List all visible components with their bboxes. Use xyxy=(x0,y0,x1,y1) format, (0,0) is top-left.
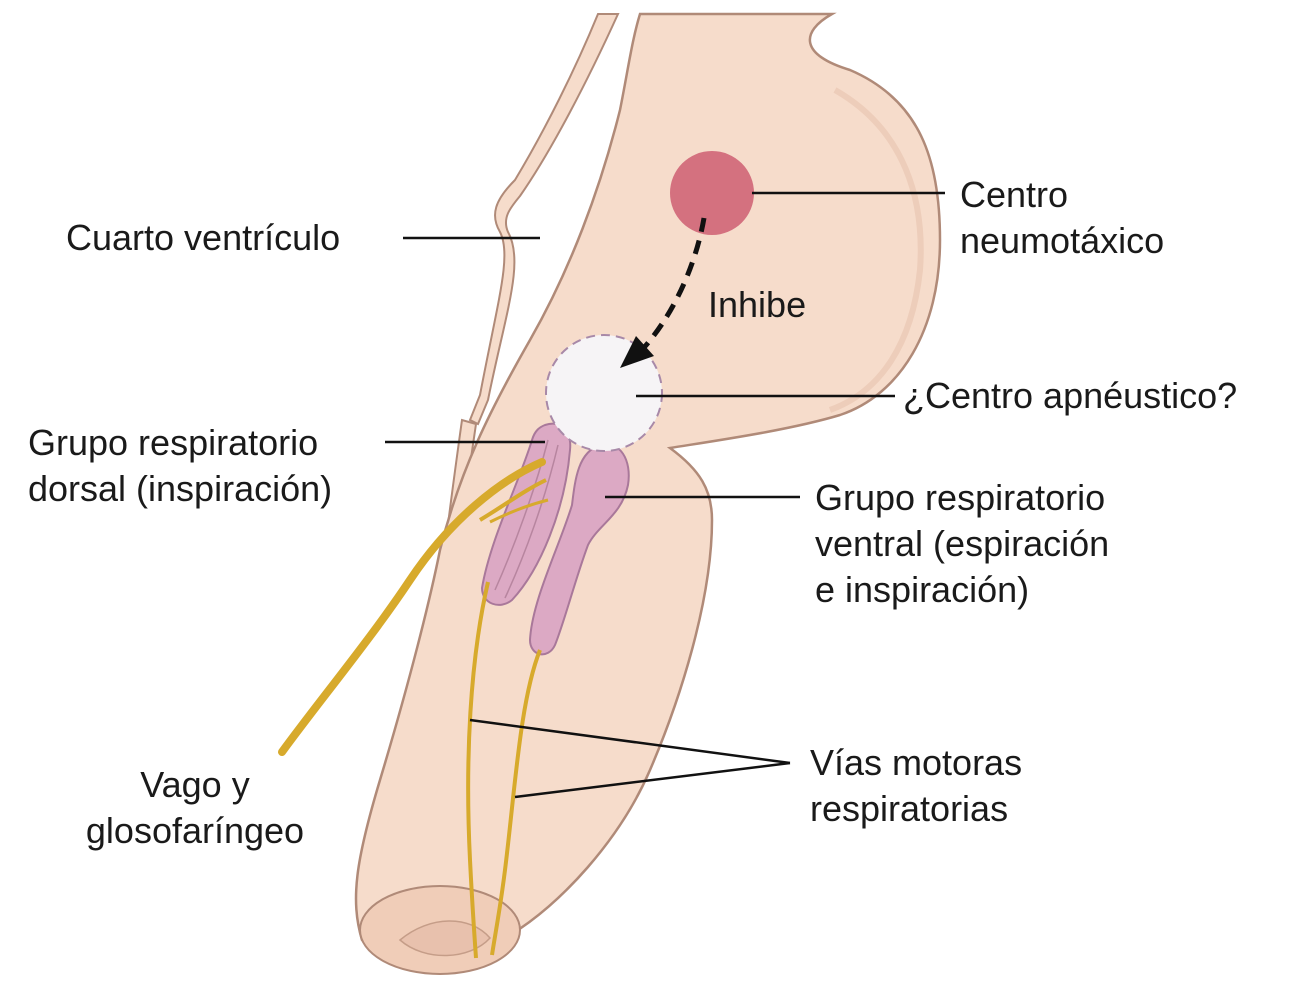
label-vago: Vago y glosofaríngeo xyxy=(50,762,340,854)
label-line: Vago y xyxy=(50,762,340,808)
label-grupo-ventral: Grupo respiratorio ventral (espiración e… xyxy=(815,475,1109,613)
label-line: Grupo respiratorio xyxy=(815,475,1109,521)
label-line: neumotáxico xyxy=(960,218,1164,264)
label-inhibe-text: Inhibe xyxy=(708,282,806,328)
label-line: ventral (espiración xyxy=(815,521,1109,567)
label-grupo-dorsal: Grupo respiratorio dorsal (inspiración) xyxy=(28,420,332,512)
label-inhibe: Inhibe xyxy=(708,282,806,328)
label-line: Vías motoras xyxy=(810,740,1022,786)
label-cuarto-ventriculo-text: Cuarto ventrículo xyxy=(66,215,340,261)
label-line: e inspiración) xyxy=(815,567,1109,613)
label-cuarto-ventriculo: Cuarto ventrículo xyxy=(66,215,340,261)
label-centro-apneustico-text: ¿Centro apnéustico? xyxy=(903,373,1237,419)
label-vias-motoras: Vías motoras respiratorias xyxy=(810,740,1022,832)
label-centro-neumotaxico: Centro neumotáxico xyxy=(960,172,1164,264)
label-line: respiratorias xyxy=(810,786,1022,832)
label-line: Centro xyxy=(960,172,1164,218)
pneumotaxic-center xyxy=(670,151,754,235)
label-centro-apneustico: ¿Centro apnéustico? xyxy=(903,373,1237,419)
label-line: Grupo respiratorio xyxy=(28,420,332,466)
label-line: glosofaríngeo xyxy=(50,808,340,854)
label-line: dorsal (inspiración) xyxy=(28,466,332,512)
